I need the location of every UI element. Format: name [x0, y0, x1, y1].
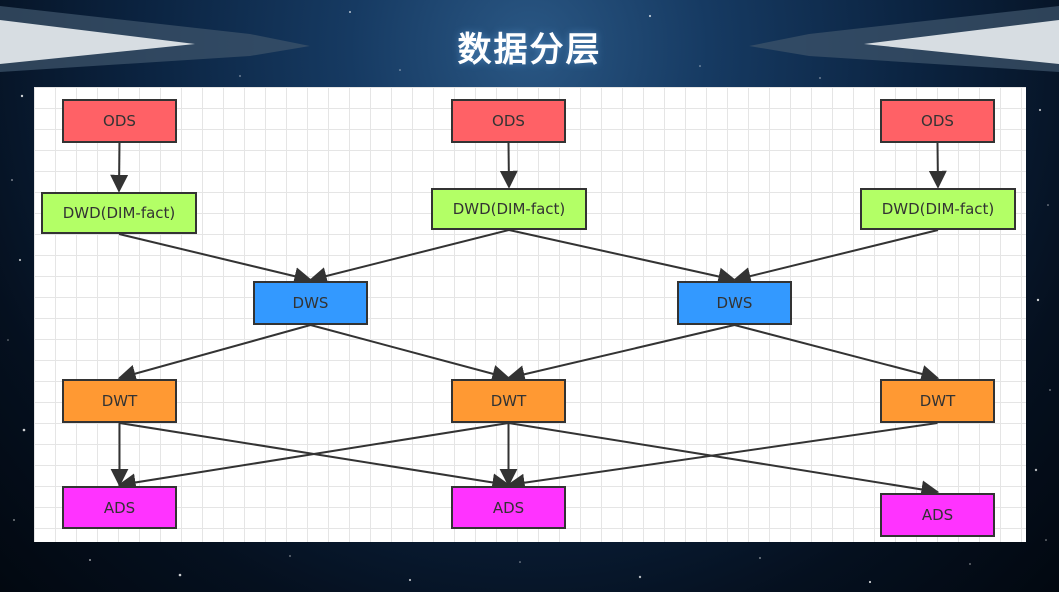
- edge-dwd_3-to-dws_2: [732, 229, 939, 285]
- edge-ods_1-to-dwd_1: [110, 142, 129, 193]
- edge-dwt_2-to-ads_3: [508, 422, 940, 499]
- node-dwt-3[interactable]: DWT: [880, 379, 995, 423]
- node-dwd-1[interactable]: DWD(DIM-fact): [41, 192, 197, 234]
- edge-dwd_2-to-dws_2: [508, 229, 737, 286]
- node-ads-1[interactable]: ADS: [62, 486, 177, 529]
- page-title: 数据分层: [457, 30, 602, 70]
- node-ads-3[interactable]: ADS: [880, 493, 995, 537]
- edge-layer: [110, 142, 947, 499]
- node-dwd-3[interactable]: DWD(DIM-fact): [860, 188, 1016, 230]
- edge-dwt_3-to-ads_2: [506, 422, 938, 492]
- edge-dwt_2-to-ads_1: [117, 422, 509, 492]
- edge-dwd_1-to-dws_1: [118, 233, 313, 285]
- edge-dwd_2-to-dws_1: [308, 229, 510, 285]
- node-dws-1[interactable]: DWS: [253, 281, 368, 325]
- node-dwt-2[interactable]: DWT: [451, 379, 566, 423]
- node-dwt-1[interactable]: DWT: [62, 379, 177, 423]
- edge-dws_2-to-dwt_2: [506, 324, 735, 384]
- node-dwd-2[interactable]: DWD(DIM-fact): [431, 188, 587, 230]
- edge-ods_3-to-dwd_3: [928, 142, 947, 189]
- node-ods-2[interactable]: ODS: [451, 99, 566, 143]
- node-ads-2[interactable]: ADS: [451, 486, 566, 529]
- edge-dws_2-to-dwt_3: [734, 324, 940, 383]
- diagram-canvas: ODS ODS ODS DWD(DIM-fact) DWD(DIM-fact) …: [34, 87, 1026, 542]
- edge-ods_2-to-dwd_2: [499, 142, 518, 189]
- edge-dws_1-to-dwt_1: [117, 324, 311, 383]
- node-dws-2[interactable]: DWS: [677, 281, 792, 325]
- node-ods-1[interactable]: ODS: [62, 99, 177, 143]
- edge-dws_1-to-dwt_2: [310, 324, 511, 383]
- node-ods-3[interactable]: ODS: [880, 99, 995, 143]
